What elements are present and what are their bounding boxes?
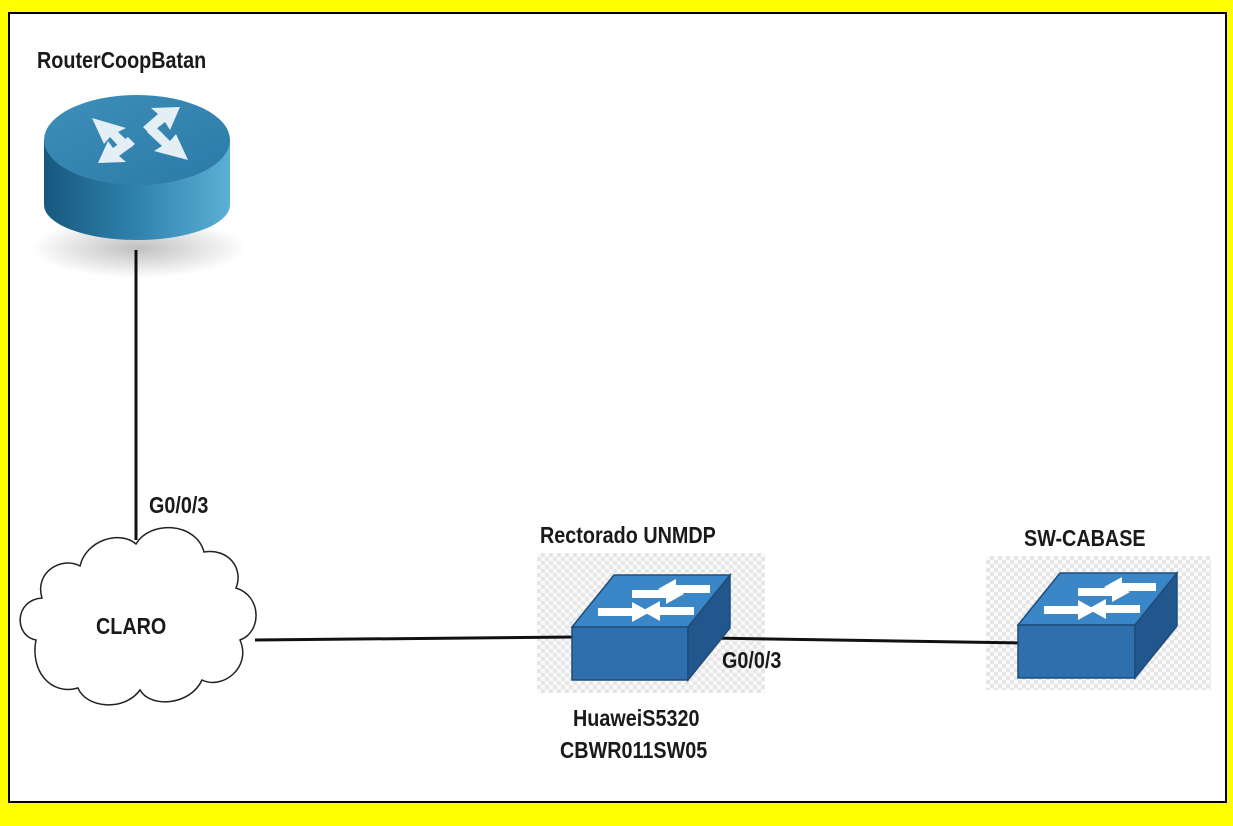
cloud-label: CLARO [96,613,167,639]
switch-rectorado-model-label: HuaweiS5320 [573,705,700,731]
link-cloud-rectorado [254,635,576,642]
router-port-label: G0/0/3 [149,492,209,518]
switch-rectorado-hostname-label: CBWR011SW05 [560,737,708,763]
switch-rectorado-icon[interactable] [570,572,732,683]
router-label: RouterCoopBatan [37,47,207,73]
cloud-icon[interactable] [19,526,257,706]
link-rectorado-cabase [709,636,1023,645]
switch-rectorado-port-label: G0/0/3 [722,647,782,673]
switch-cabase-icon[interactable] [1016,570,1179,681]
switch-rectorado-label: Rectorado UNMDP [540,522,716,548]
router-icon[interactable] [30,95,246,278]
switch-cabase-label: SW-CABASE [1024,525,1146,551]
